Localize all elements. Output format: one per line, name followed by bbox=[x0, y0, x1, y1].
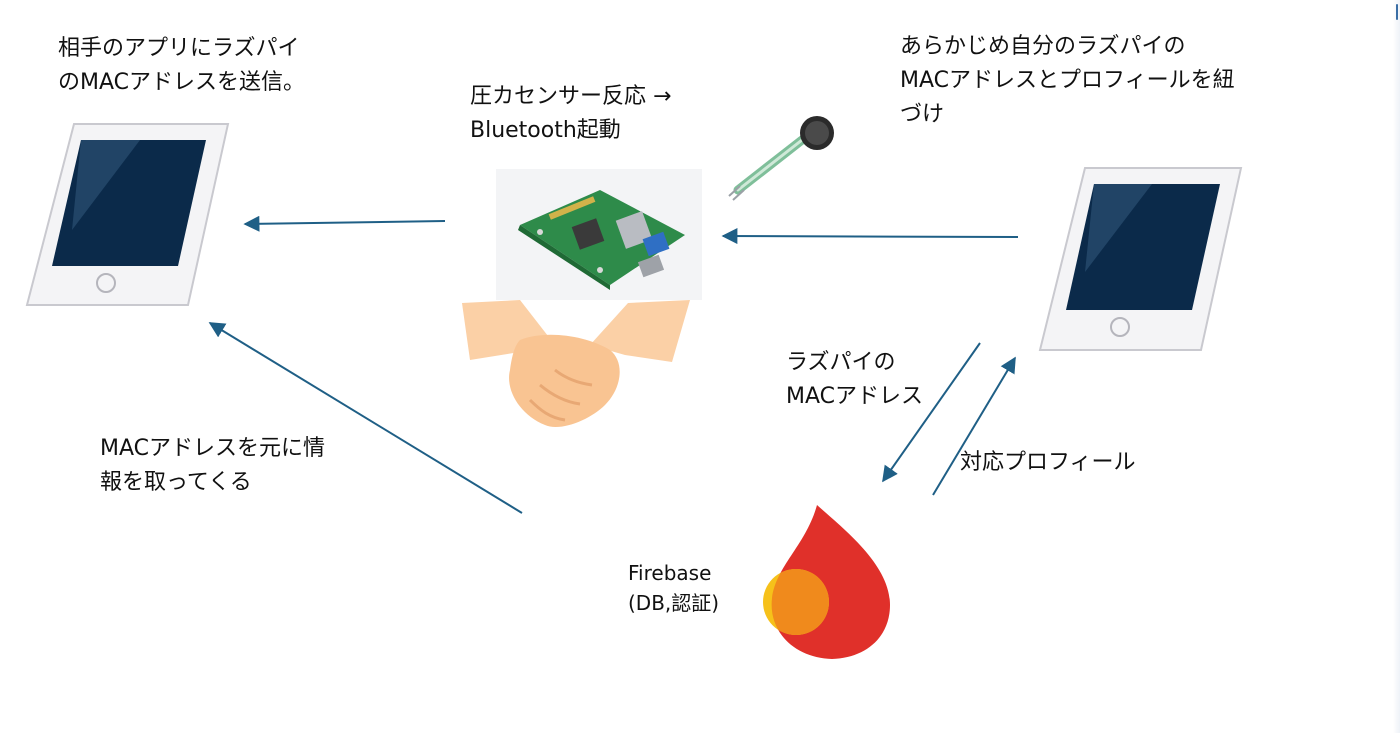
label-line: づけ bbox=[900, 102, 945, 127]
label-pi-mac: ラズパイの MACアドレス bbox=[786, 346, 923, 414]
label-line: MACアドレス bbox=[786, 384, 924, 409]
arrow-tablet-to-firebase bbox=[882, 342, 981, 483]
label-line: 報を取ってくる bbox=[100, 470, 252, 495]
label-line: ラズパイの bbox=[786, 350, 896, 375]
label-link-profile: あらかじめ自分のラズパイの MACアドレスとプロフィールを紐 づけ bbox=[900, 30, 1235, 132]
label-line: 対応プロフィール bbox=[960, 450, 1136, 475]
label-pressure-sensor: 圧カセンサー反応 → Bluetooth起動 bbox=[470, 80, 671, 148]
scroll-indicator bbox=[1396, 4, 1398, 20]
window-edge bbox=[1393, 0, 1400, 733]
label-profile: 対応プロフィール bbox=[960, 446, 1136, 480]
label-line: MACアドレスとプロフィールを紐 bbox=[900, 68, 1235, 93]
label-line: 相手のアプリにラズパイ bbox=[58, 36, 300, 61]
tablet-icon bbox=[1038, 167, 1243, 351]
arrow-firebase-to-tablet bbox=[932, 356, 1016, 496]
tablet-icon bbox=[25, 123, 230, 306]
arrow-pi-to-left-tablet bbox=[243, 215, 446, 232]
label-line: Firebase bbox=[628, 561, 712, 585]
label-line: Bluetooth起動 bbox=[470, 118, 621, 143]
label-line: 圧カセンサー反応 → bbox=[470, 84, 672, 109]
firebase-flame-icon bbox=[763, 505, 890, 659]
arrow-firebase-to-left-tablet bbox=[208, 322, 523, 514]
label-line: あらかじめ自分のラズパイの bbox=[900, 34, 1186, 59]
raspberry-pi-board bbox=[496, 169, 702, 300]
handshake-icon bbox=[462, 300, 690, 428]
pressure-sensor-icon bbox=[728, 116, 834, 201]
label-line: のMACアドレスを送信。 bbox=[58, 70, 306, 95]
label-line: MACアドレスを元に情 bbox=[100, 436, 326, 461]
label-fetch-info: MACアドレスを元に情 報を取ってくる bbox=[100, 432, 325, 500]
label-line: (DB,認証) bbox=[628, 591, 720, 615]
label-send-mac: 相手のアプリにラズパイ のMACアドレスを送信。 bbox=[58, 32, 305, 100]
label-firebase: Firebase (DB,認証) bbox=[628, 558, 719, 618]
arrow-right-tablet-to-pi bbox=[721, 228, 1019, 245]
